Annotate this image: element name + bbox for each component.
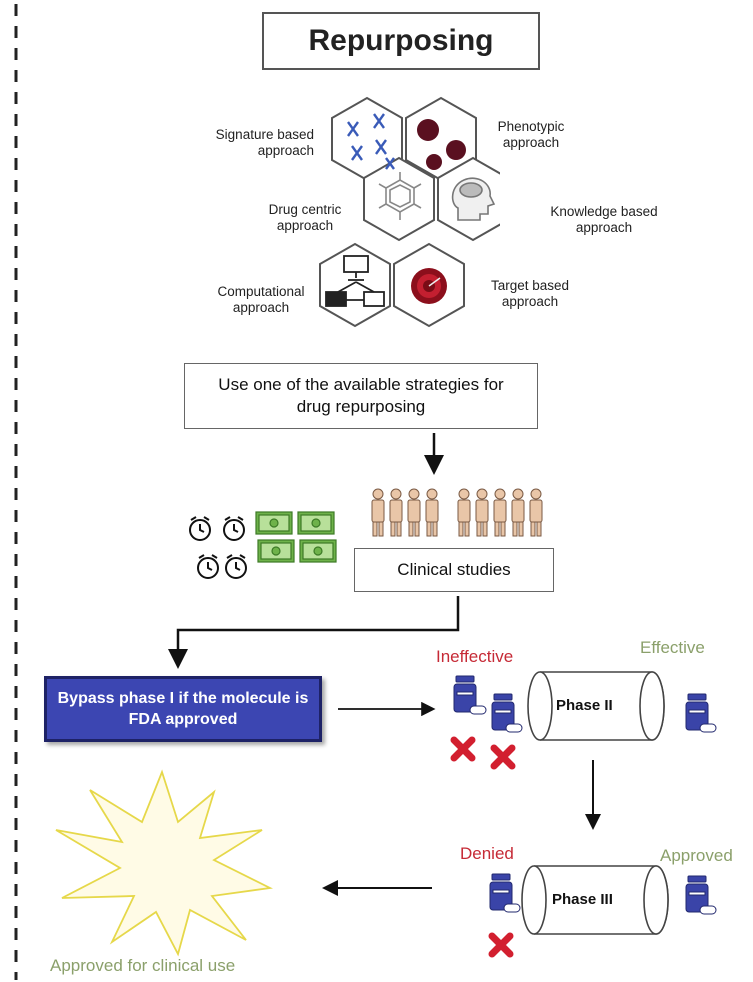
phase2-label: Phase II xyxy=(556,697,613,714)
phase3-label: Phase III xyxy=(552,891,613,908)
final-approved-label: Approved for clinical use xyxy=(50,956,236,975)
diagram-title: Repurposing xyxy=(262,12,540,70)
cell-icon xyxy=(417,119,466,170)
money-icon xyxy=(255,511,337,563)
hex-drug-centric xyxy=(363,156,435,242)
strategy-box: Use one of the available strategies for … xyxy=(184,363,538,429)
approach-hexagons xyxy=(319,96,500,328)
label-target: Target based approach xyxy=(490,278,570,309)
phase3-cylinder xyxy=(521,865,669,935)
phase3-fail-label: Denied xyxy=(460,844,514,863)
phase2-cylinder xyxy=(527,671,665,741)
label-phenotypic: Phenotypic approach xyxy=(497,119,565,150)
starburst-icon xyxy=(55,769,274,957)
phase2-fail-label: Ineffective xyxy=(436,647,514,666)
brain-head-icon xyxy=(451,177,496,221)
molecule-icon xyxy=(378,172,422,220)
bypass-phase1-box: Bypass phase I if the molecule is FDA ap… xyxy=(44,676,322,742)
computer-network-icon xyxy=(325,255,385,307)
label-signature: Signature based approach xyxy=(215,127,314,158)
target-icon xyxy=(411,268,447,304)
clinical-studies-box: Clinical studies xyxy=(354,548,554,592)
label-knowledge: Knowledge based approach xyxy=(550,204,658,235)
label-computational: Computational approach xyxy=(217,284,305,315)
alarm-clock-icon xyxy=(189,516,247,579)
arrow-clinical-to-bypass xyxy=(168,596,460,669)
dna-icon xyxy=(347,113,395,170)
phase3-pass-label: Approved xyxy=(660,846,733,865)
people-icon xyxy=(371,488,543,537)
label-drug-centric: Drug centric approach xyxy=(268,202,342,233)
reject-cross-icon xyxy=(450,736,516,958)
dashed-divider xyxy=(14,4,18,980)
phase2-pass-label: Effective xyxy=(640,638,705,657)
